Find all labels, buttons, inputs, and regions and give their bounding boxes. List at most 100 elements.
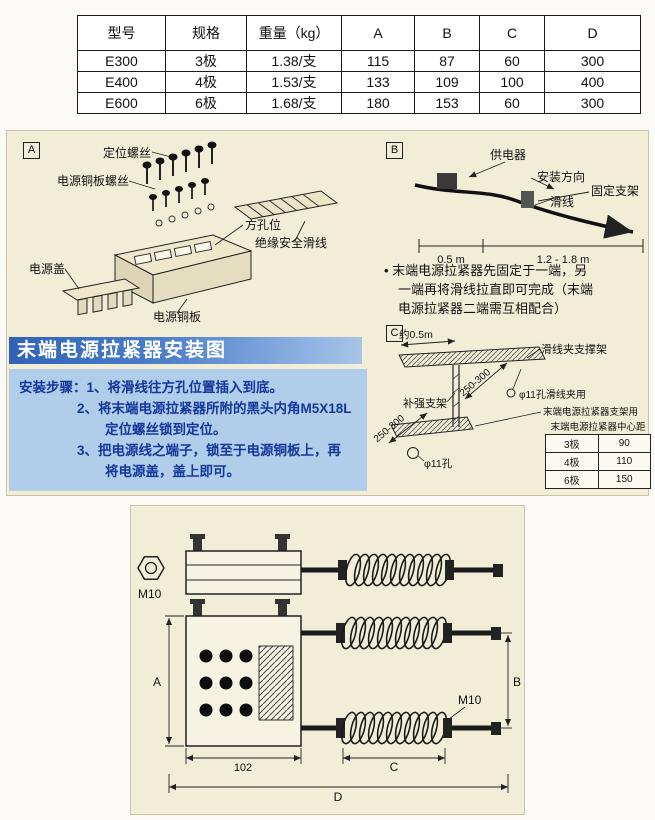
bracket-mounting-diagram: 约0.5m 滑线夹支撑架 250-300 φ11孔滑线夹用 补强支架 末端电源拉… (372, 328, 638, 470)
spec-cell: E300 (77, 50, 166, 72)
center-distance-title: 末端电源拉紧器中心距 (550, 422, 646, 433)
spec-row-e400: E400 4极 1.53/支 133 109 100 400 (77, 71, 641, 93)
spec-cell: 115 (341, 50, 415, 72)
spec-header-a: A (341, 15, 415, 51)
fixed-bracket-shape (521, 191, 534, 208)
note-line: 一端再将滑线拉直即可完成（末端 (398, 282, 594, 297)
spec-cell: 109 (414, 71, 480, 93)
label-leader-lines-b (468, 161, 590, 206)
top-rail (398, 346, 546, 368)
spec-table-header-row: 型号 规格 重量（kg） A B C D (77, 15, 641, 51)
label-leader-lines-c (417, 348, 542, 462)
slide-wire-line (414, 183, 634, 239)
label-wire-clamp-support: 滑线夹支撑架 (541, 342, 607, 356)
install-title: 末端电源拉紧器安装图 (17, 340, 228, 361)
spec-row-e300: E300 3极 1.38/支 115 87 60 300 (77, 50, 641, 72)
copper-plate-screws (148, 177, 215, 227)
spec-cell: 60 (479, 92, 545, 114)
power-cover-shape (61, 278, 141, 316)
spring-coil (343, 553, 453, 587)
spec-cell: 180 (341, 92, 415, 114)
install-step-3b: 将电源盖，盖上即可。 (105, 464, 240, 479)
spec-header-d: D (544, 15, 641, 51)
installation-guide-panel: 定位螺丝 电源铜板螺丝 方孔位 绝缘安全滑线 电源盖 电源铜板 (6, 130, 652, 496)
label-fixed-bracket: 固定支架 (591, 183, 639, 198)
label-slide-wire: 滑线 (550, 195, 574, 209)
insulated-slide-rail (233, 190, 339, 220)
label-copper-plate-screw: 电源铜板螺丝 (57, 173, 129, 188)
spec-table: 型号 规格 重量（kg） A B C D E300 3极 1.38/支 115 … (77, 15, 641, 114)
spring-coil (339, 616, 449, 650)
cd-cell: 3极 (545, 434, 599, 453)
label-approx-length: 约0.5m (399, 328, 433, 341)
label-power-feeder: 供电器 (490, 148, 526, 162)
spec-cell: 300 (544, 92, 641, 114)
install-title-banner: 末端电源拉紧器安装图 (9, 337, 362, 364)
label-reinforce-bracket: 补强支架 (403, 397, 447, 410)
dim-label-b: B (513, 675, 521, 689)
note-line: 电源拉紧器二端需互相配合） (398, 301, 568, 316)
dim-1-2-1-8m: 1.2 - 1.8 m (537, 254, 590, 266)
label-hole-wire-clamp: φ11孔滑线夹用 (519, 388, 586, 401)
label-power-cover: 电源盖 (29, 262, 65, 276)
dim-line-upper (464, 362, 508, 400)
cd-cell: 6极 (545, 470, 599, 489)
diagram-c-tag: C (386, 325, 403, 342)
spec-cell: 6极 (165, 92, 247, 114)
spec-cell: 1.53/支 (246, 71, 342, 93)
m10-nut (137, 555, 165, 581)
spec-cell: 153 (414, 92, 480, 114)
top-view-assembly (185, 599, 501, 747)
cd-cell: 110 (597, 452, 651, 471)
diagram-a-tag: A (23, 142, 40, 159)
label-insulated-safety-wire: 绝缘安全滑线 (255, 235, 327, 250)
dim-line-approx (400, 338, 456, 348)
dim-label-c: C (390, 760, 399, 774)
cd-cell: 4极 (545, 452, 599, 471)
dim-label-102: 102 (234, 762, 252, 774)
clamp-hole (506, 388, 516, 398)
spec-header-spec: 规格 (165, 15, 247, 51)
cd-row: 6极 150 (545, 470, 651, 489)
spec-cell: 133 (341, 71, 415, 93)
cd-row: 3极 90 (545, 434, 651, 453)
center-distance-table: 末端电源拉紧器中心距 3极 90 4极 110 6极 150 (545, 419, 651, 489)
spec-cell: E400 (77, 71, 166, 93)
spec-row-e600: E600 6极 1.68/支 180 153 60 300 (77, 92, 641, 114)
spec-header-weight: 重量（kg） (246, 15, 342, 51)
hatched-block (258, 645, 294, 721)
exploded-view-diagram: 定位螺丝 电源铜板螺丝 方孔位 绝缘安全滑线 电源盖 电源铜板 (29, 140, 339, 324)
spring-coil (339, 711, 449, 745)
label-power-copper-plate: 电源铜板 (153, 309, 201, 324)
m10-leader-line (448, 706, 466, 720)
spec-cell: 1.38/支 (246, 50, 342, 72)
install-step-2b: 定位螺丝锁到定位。 (105, 422, 227, 437)
dimension-lines (165, 615, 512, 793)
label-phi11-hole: φ11孔 (424, 457, 453, 470)
positioning-screws (141, 140, 218, 185)
side-view-assembly (185, 534, 503, 595)
dim-line-lower (388, 412, 428, 444)
label-leader-lines-a (64, 151, 306, 314)
spec-cell: E600 (77, 92, 166, 114)
cd-cell: 150 (597, 470, 651, 489)
spec-cell: 4极 (165, 71, 247, 93)
install-step-2: 2、将末端电源拉紧器所附的黑头内角M5X18L (77, 401, 352, 416)
cd-row: 4极 110 (545, 452, 651, 471)
label-positioning-screw: 定位螺丝 (103, 145, 151, 160)
spec-cell: 87 (414, 50, 480, 72)
dim-label-d: D (334, 790, 343, 804)
spec-cell: 3极 (165, 50, 247, 72)
label-dim-upper: 250-300 (458, 367, 494, 399)
note-text: • 末端电源拉紧器先固定于一端，另 一端再将滑线拉直即可完成（末端 电源拉紧器二… (384, 261, 652, 318)
install-step-1: 安装步骤：1、将滑线往方孔位置插入到底。 (19, 380, 284, 395)
cd-cell: 90 (597, 434, 651, 453)
spec-header-c: C (479, 15, 545, 51)
install-steps-panel: 安装步骤：1、将滑线往方孔位置插入到底。 2、将末端电源拉紧器所附的黑头内角M5… (9, 369, 367, 491)
spec-cell: 60 (479, 50, 545, 72)
distance-dimension-lines (418, 239, 644, 253)
dim-0-5m: 0.5 m (437, 254, 465, 266)
spec-cell: 1.68/支 (246, 92, 342, 114)
